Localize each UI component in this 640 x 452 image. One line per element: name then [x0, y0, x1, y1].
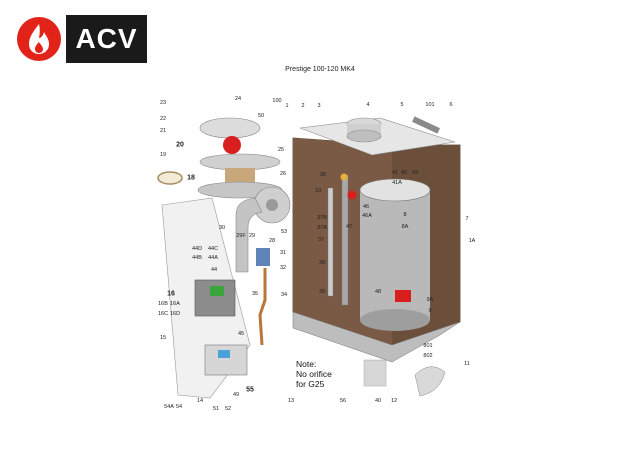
callout-label: 41	[392, 170, 398, 176]
callout-label: 37A	[317, 225, 327, 231]
callout-label: 46	[363, 204, 369, 210]
callout-label: 14	[197, 398, 203, 404]
callout-label: 2	[301, 103, 304, 109]
callout-label: 38	[319, 260, 325, 266]
callout-label: 29F	[236, 233, 246, 239]
callout-label: 23	[160, 100, 166, 106]
callout-label: 9A	[427, 297, 434, 303]
note-line: No orifice	[296, 369, 332, 379]
heat-exchanger	[359, 178, 431, 331]
callout-label: 51	[213, 406, 219, 412]
callout-label: 45	[238, 331, 244, 337]
acv-logo: ACV	[14, 15, 147, 63]
callout-label: 41A	[392, 180, 402, 186]
burner-assembly	[197, 117, 283, 199]
control-panel	[204, 344, 248, 376]
callout-label: 37	[318, 237, 324, 243]
callout-label: 48	[375, 289, 381, 295]
callout-label: 28	[269, 238, 275, 244]
callout-label: 101	[425, 102, 434, 108]
callout-label: 5	[400, 102, 403, 108]
callout-label: 22	[160, 116, 166, 122]
callout-label: 30	[219, 225, 225, 231]
note-line: for G25	[296, 379, 325, 389]
flame-logo-icon	[17, 17, 61, 61]
wiring-harness	[414, 366, 446, 397]
gasket-ring	[157, 171, 183, 185]
callout-label: 10	[315, 188, 321, 194]
callout-label: 44	[211, 267, 217, 273]
callout-label: 16	[167, 291, 175, 298]
callout-label: 9	[428, 308, 431, 314]
bracket-part	[412, 116, 440, 134]
callout-label: 21	[160, 128, 166, 134]
brand-name: ACV	[66, 15, 147, 63]
callout-label: 16C	[158, 311, 168, 317]
diagram-title: Prestige 100-120 MK4	[285, 66, 355, 73]
callout-label: 26	[280, 171, 286, 177]
callout-label: 49	[233, 392, 239, 398]
callout-label: 47	[346, 224, 352, 230]
callout-label: 802	[423, 353, 432, 359]
valve-red	[347, 190, 357, 200]
callout-label: 52	[225, 406, 231, 412]
callout-label: 44B	[192, 255, 202, 261]
callout-label: 40	[375, 398, 381, 404]
callout-label: 11	[464, 361, 470, 367]
callout-label: 8	[403, 212, 406, 218]
callout-label: 37B	[317, 215, 327, 221]
gas-valve	[256, 248, 270, 266]
callout-label: 6	[449, 102, 452, 108]
callout-label: 7	[465, 216, 468, 222]
gas-pipe	[258, 268, 267, 346]
fan-assembly	[235, 186, 291, 273]
callout-label: 12	[391, 398, 397, 404]
callout-label: 34	[281, 292, 287, 298]
callout-label: 29	[249, 233, 255, 239]
callout-label: 25	[278, 147, 284, 153]
callout-label: 15	[160, 335, 166, 341]
callout-label: 31	[280, 250, 286, 256]
callout-label: 44A	[208, 255, 218, 261]
callout-label: 54A	[164, 404, 174, 410]
callout-label: 56	[340, 398, 346, 404]
callout-label: 801	[423, 343, 432, 349]
callout-label: 44D	[192, 246, 202, 252]
callout-label: 20	[176, 142, 184, 149]
callout-label: 3	[317, 103, 320, 109]
callout-label: 53	[281, 229, 287, 235]
gas-note: Note: No orifice for G25	[296, 359, 332, 389]
callout-label: 36	[320, 172, 326, 178]
callout-label: 8A	[402, 224, 409, 230]
control-module	[194, 279, 236, 317]
callout-label: 46A	[362, 213, 372, 219]
callout-label: 54	[176, 404, 182, 410]
callout-label: 13	[288, 398, 294, 404]
callout-label: 1	[285, 103, 288, 109]
callout-label: 19	[160, 152, 166, 158]
callout-label: 24	[235, 96, 241, 102]
callout-label: 18	[187, 175, 195, 182]
callout-label: 50	[258, 113, 264, 119]
sensor-part	[363, 359, 387, 387]
callout-label: 100	[272, 98, 281, 104]
callout-label: 55	[246, 387, 254, 394]
callout-label: 44C	[208, 246, 218, 252]
callout-label: 16A	[170, 301, 180, 307]
callout-label: 43	[412, 170, 418, 176]
callout-label: 42	[401, 170, 407, 176]
callout-label: 1A	[469, 238, 476, 244]
callout-label: 16B	[158, 301, 168, 307]
callout-label: 4	[366, 102, 369, 108]
note-line: Note:	[296, 359, 317, 369]
callout-label: 16D	[170, 311, 180, 317]
callout-label: 35	[252, 291, 258, 297]
callout-label: 32	[280, 265, 286, 271]
callout-label: 39	[319, 289, 325, 295]
flue-collar	[346, 117, 382, 143]
pump-red	[395, 290, 411, 302]
